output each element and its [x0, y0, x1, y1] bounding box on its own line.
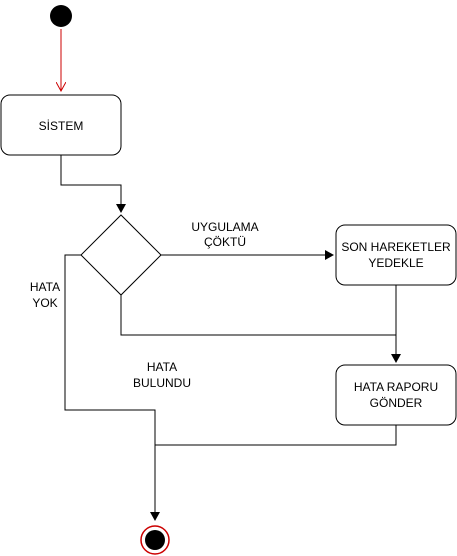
hata-raporu-label-line2: GÖNDER: [370, 396, 423, 410]
uygulama-coktu-label-line2: ÇÖKTÜ: [204, 235, 246, 249]
son-hareketler-label-line1: SON HAREKETLER: [341, 240, 451, 254]
hata-yok-label-line1: HATA: [30, 280, 60, 294]
decision-node: [80, 214, 162, 296]
hata-yok-edge: [64, 254, 156, 445]
hata-yok-label-line2: YOK: [32, 296, 57, 310]
final-node: [140, 525, 170, 555]
hata-raporu-action: HATA RAPORU GÖNDER: [335, 364, 457, 426]
hata-raporu-to-end-edge: [150, 425, 397, 521]
hata-bulundu-label-line1: HATA: [147, 360, 177, 374]
uygulama-coktu-label-line1: UYGULAMA: [191, 220, 258, 234]
hata-bulundu-label-line2: BULUNDU: [133, 376, 191, 390]
initial-node: [50, 5, 72, 27]
sistem-action: SİSTEM: [0, 94, 122, 156]
son-hareketler-label-line2: YEDEKLE: [368, 256, 423, 270]
hata-raporu-label-line1: HATA RAPORU: [354, 380, 438, 394]
sistem-label: SİSTEM: [39, 119, 84, 133]
son-hareketler-action: SON HAREKETLER YEDEKLE: [335, 224, 457, 286]
decision-bottom-edge: [120, 295, 396, 336]
sistem-to-decision-edge: [60, 155, 126, 213]
